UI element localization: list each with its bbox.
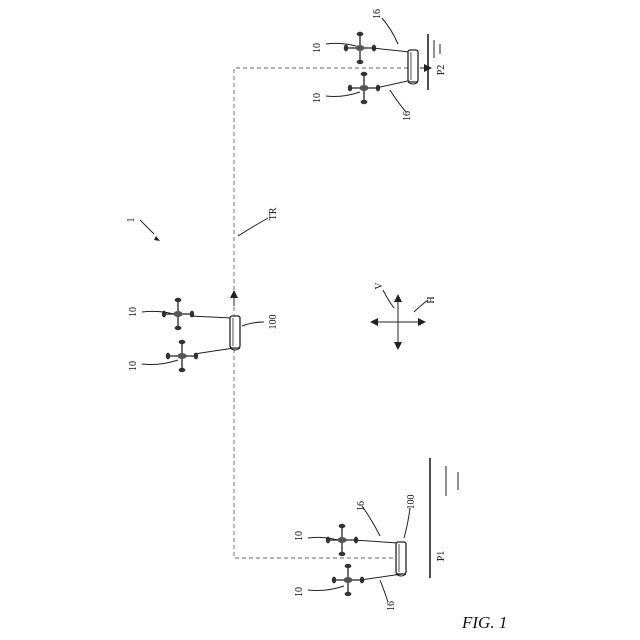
vertical-axis-label: V: [374, 282, 385, 290]
drone-ref-label: 10: [294, 531, 305, 541]
drone-icon: [332, 564, 364, 596]
payload-icon: [396, 542, 406, 576]
figure-caption: FIG. 1: [461, 613, 507, 632]
drone-ref-label: 10: [312, 43, 323, 53]
drone-ref-label: 10: [128, 307, 139, 317]
tether-line: [194, 348, 234, 354]
system-arrow: [154, 236, 160, 241]
tether-line: [360, 574, 402, 580]
payload-icon: [230, 316, 240, 350]
drone-icon: [162, 298, 194, 330]
tether-line: [190, 316, 232, 318]
drone-icon: [326, 524, 358, 556]
tether-ref-label: 16: [386, 601, 397, 611]
horizontal-axis-label: H: [426, 296, 437, 303]
system-ref-label: 1: [126, 218, 137, 223]
drone-icon: [166, 340, 198, 372]
drone-ref-label: 10: [128, 361, 139, 371]
drone-ref-label: 10: [312, 93, 323, 103]
ground-symbol-end: [428, 34, 440, 90]
start-position-label: P1: [436, 551, 447, 562]
tether-line: [354, 540, 398, 543]
drone-icon: [344, 32, 376, 64]
tether-line: [372, 48, 410, 52]
end-position-label: P2: [436, 65, 447, 76]
tether-ref-label: 16: [356, 501, 367, 511]
tether-line: [376, 80, 412, 88]
trajectory-label: TR: [268, 207, 279, 220]
tether-ref-label: 16: [402, 111, 413, 121]
drone-ref-label: 10: [294, 587, 305, 597]
payload-icon: [408, 50, 418, 84]
leader-lines: [140, 18, 410, 602]
payload-ref-label: 100: [268, 315, 279, 330]
tether-ref-label: 16: [372, 9, 383, 19]
direction-indicator: [372, 290, 428, 348]
payload-ref-label: 100: [406, 495, 417, 510]
flight-path: [234, 68, 416, 558]
assembly-start: [326, 524, 406, 596]
drone-icon: [348, 72, 380, 104]
